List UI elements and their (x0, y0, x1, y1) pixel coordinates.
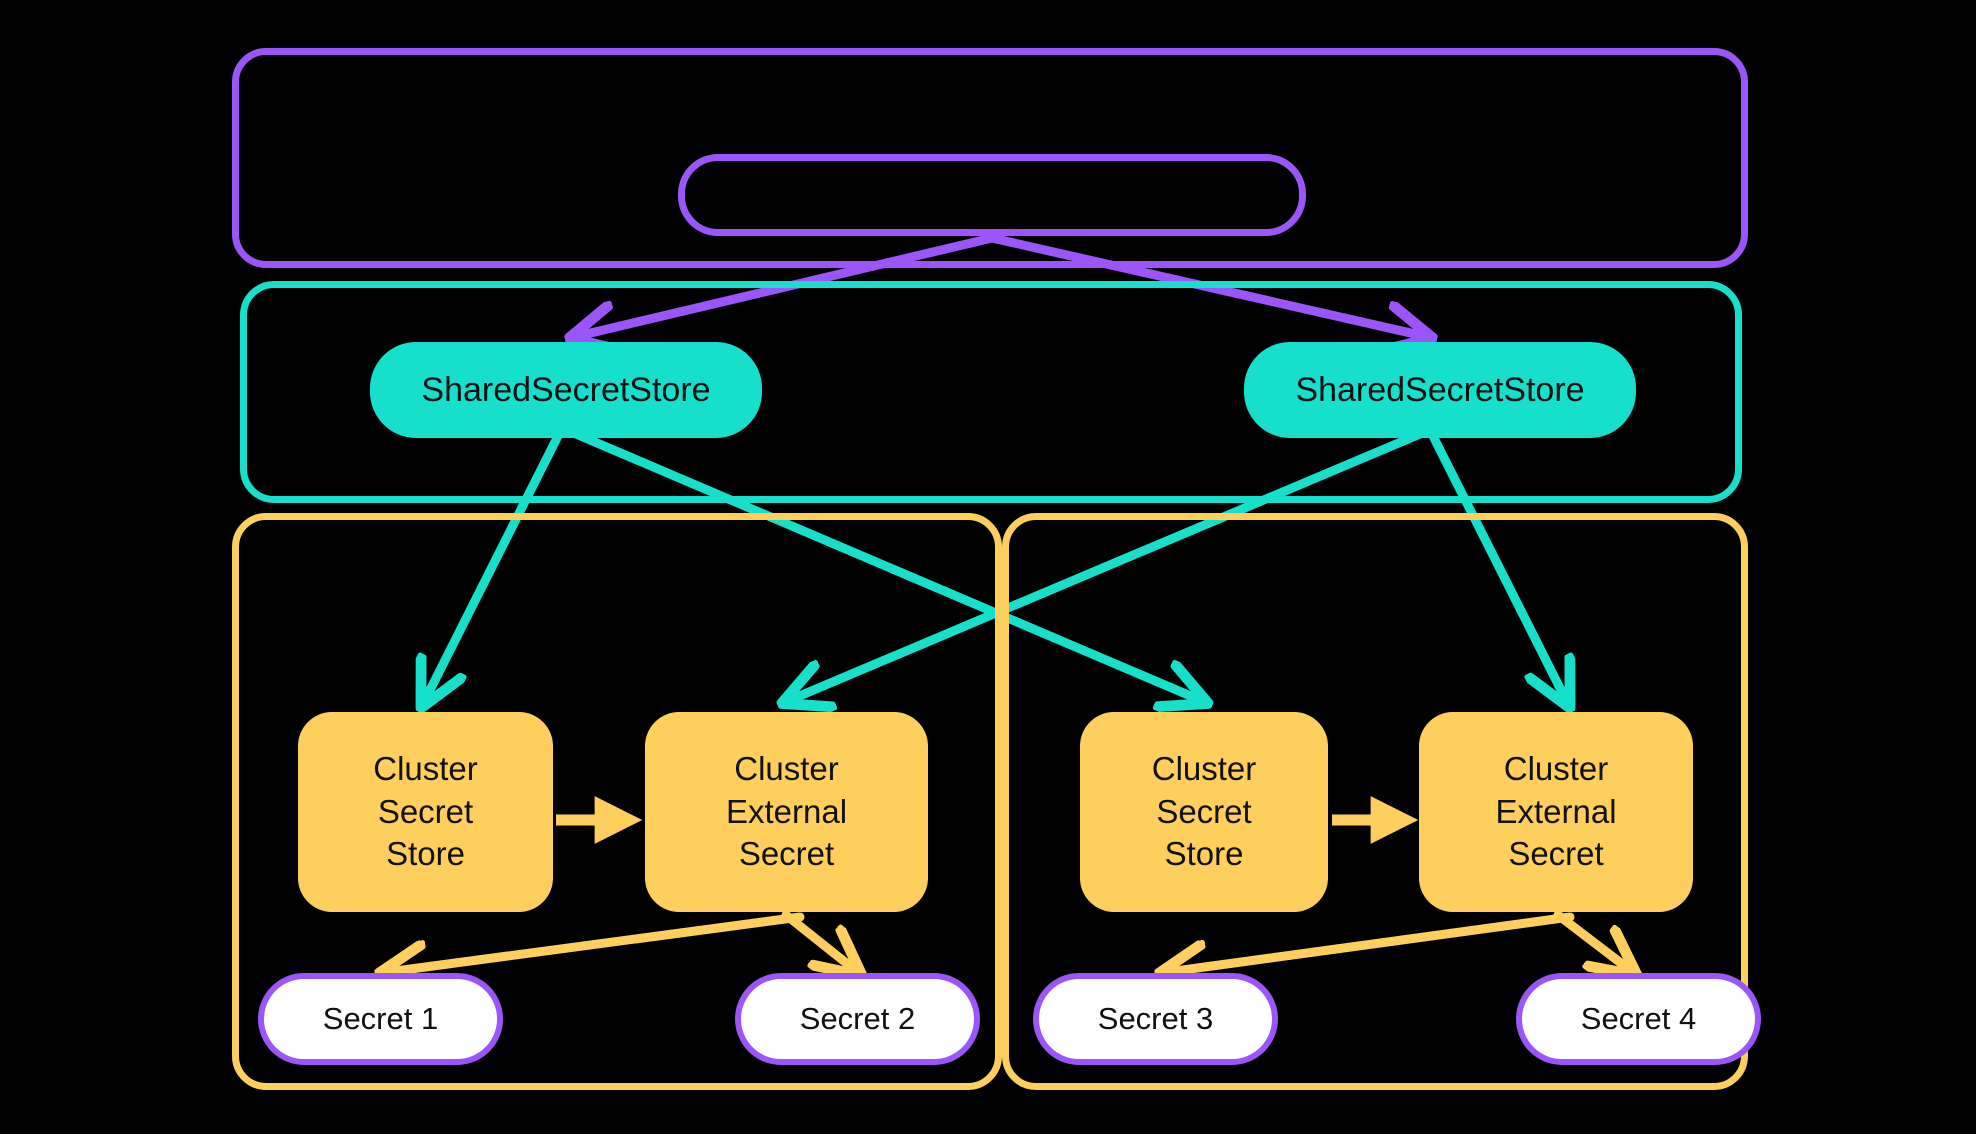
node-secret-3[interactable]: Secret 3 (1033, 973, 1278, 1065)
node-shared-secret-store-left[interactable]: SharedSecretStore (370, 342, 762, 438)
container-cluster-management (232, 48, 1748, 268)
node-secret-1[interactable]: Secret 1 (258, 973, 503, 1065)
node-shared-secret-store-right[interactable]: SharedSecretStore (1244, 342, 1636, 438)
container-cluster-right (1002, 513, 1748, 1090)
container-shared-store-scope (240, 281, 1742, 503)
node-cluster-external-secret-left[interactable]: Cluster External Secret (645, 712, 928, 912)
container-cluster-left (232, 513, 1002, 1090)
node-secret-4[interactable]: Secret 4 (1516, 973, 1761, 1065)
node-cluster-secret-store-right[interactable]: Cluster Secret Store (1080, 712, 1328, 912)
node-cluster-secret-store-left[interactable]: Cluster Secret Store (298, 712, 553, 912)
node-secret-2[interactable]: Secret 2 (735, 973, 980, 1065)
node-cluster-external-secret-right[interactable]: Cluster External Secret (1419, 712, 1693, 912)
node-controller[interactable] (678, 154, 1306, 236)
